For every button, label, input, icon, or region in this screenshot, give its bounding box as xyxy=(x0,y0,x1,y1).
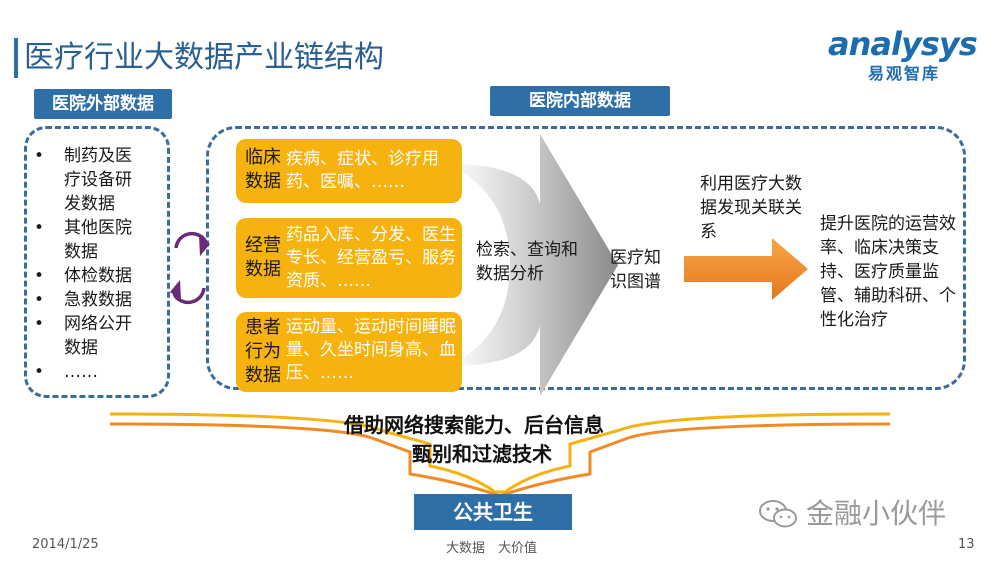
category-value: 药品入库、分发、医生专长、经营盈亏、服务资质、…… xyxy=(286,225,456,291)
clinical-data-box: 临床数据 疾病、症状、诊疗用药、医嘱、…… xyxy=(236,139,462,203)
patient-behavior-data-box: 患者行为数据 运动量、运动时间睡眠量、久坐时间身高、血压、…… xyxy=(236,312,462,392)
outcome-label: 提升医院的运营效率、临床决策支持、医疗质量监管、辅助科研、个性化治疗 xyxy=(820,214,956,330)
list-item: •其他医院数据 xyxy=(34,218,132,262)
list-item: •急救数据 xyxy=(34,290,132,310)
category-label: 临床数据 xyxy=(245,147,281,192)
footer-slogan: 大数据 大价值 xyxy=(446,541,538,556)
external-data-list: •制药及医疗设备研发数据 •其他医院数据 •体检数据 •急救数据 •网络公开数据… xyxy=(34,144,164,384)
category-label: 经营数据 xyxy=(245,235,281,280)
wechat-icon xyxy=(759,500,797,528)
relation-label: 利用医疗大数据发现关联关系 xyxy=(700,174,802,242)
category-value: 运动量、运动时间睡眠量、久坐时间身高、血压、…… xyxy=(286,317,456,383)
internal-data-header: 医院内部数据 xyxy=(490,86,670,116)
list-item: •…… xyxy=(34,362,98,382)
logo-wordmark: analysys xyxy=(828,25,978,63)
title-accent-bar xyxy=(14,38,18,78)
external-data-frame xyxy=(24,126,170,398)
category-label: 患者行为数据 xyxy=(245,317,281,386)
technology-line-2: 甄别和过滤技术 xyxy=(412,442,552,466)
list-item: •制药及医疗设备研发数据 xyxy=(34,146,132,214)
list-item: •网络公开数据 xyxy=(34,314,132,358)
footer-date: 2014/1/25 xyxy=(32,537,99,552)
public-health-box: 公共卫生 xyxy=(414,494,572,530)
category-value: 疾病、症状、诊疗用药、医嘱、…… xyxy=(286,149,439,192)
convergence-funnel xyxy=(110,412,890,496)
page-number: 13 xyxy=(958,537,975,552)
watermark-text: 金融小伙伴 xyxy=(806,497,947,530)
technology-line-1: 借助网络搜索能力、后台信息 xyxy=(344,413,604,437)
exchange-cycle-icon xyxy=(170,231,210,305)
knowledge-graph-label: 医疗知识图谱 xyxy=(610,248,661,292)
internal-data-frame xyxy=(206,126,966,390)
result-arrow xyxy=(684,238,808,300)
page-title: 医疗行业大数据产业链结构 xyxy=(24,40,384,75)
process-label: 检索、查询和数据分析 xyxy=(476,240,578,284)
operations-data-box: 经营数据 药品入库、分发、医生专长、经营盈亏、服务资质、…… xyxy=(236,218,462,298)
logo-subtitle: 易观智库 xyxy=(868,64,941,83)
external-data-header: 医院外部数据 xyxy=(34,89,172,119)
analysis-arrow xyxy=(450,134,618,396)
list-item: •体检数据 xyxy=(34,266,132,286)
